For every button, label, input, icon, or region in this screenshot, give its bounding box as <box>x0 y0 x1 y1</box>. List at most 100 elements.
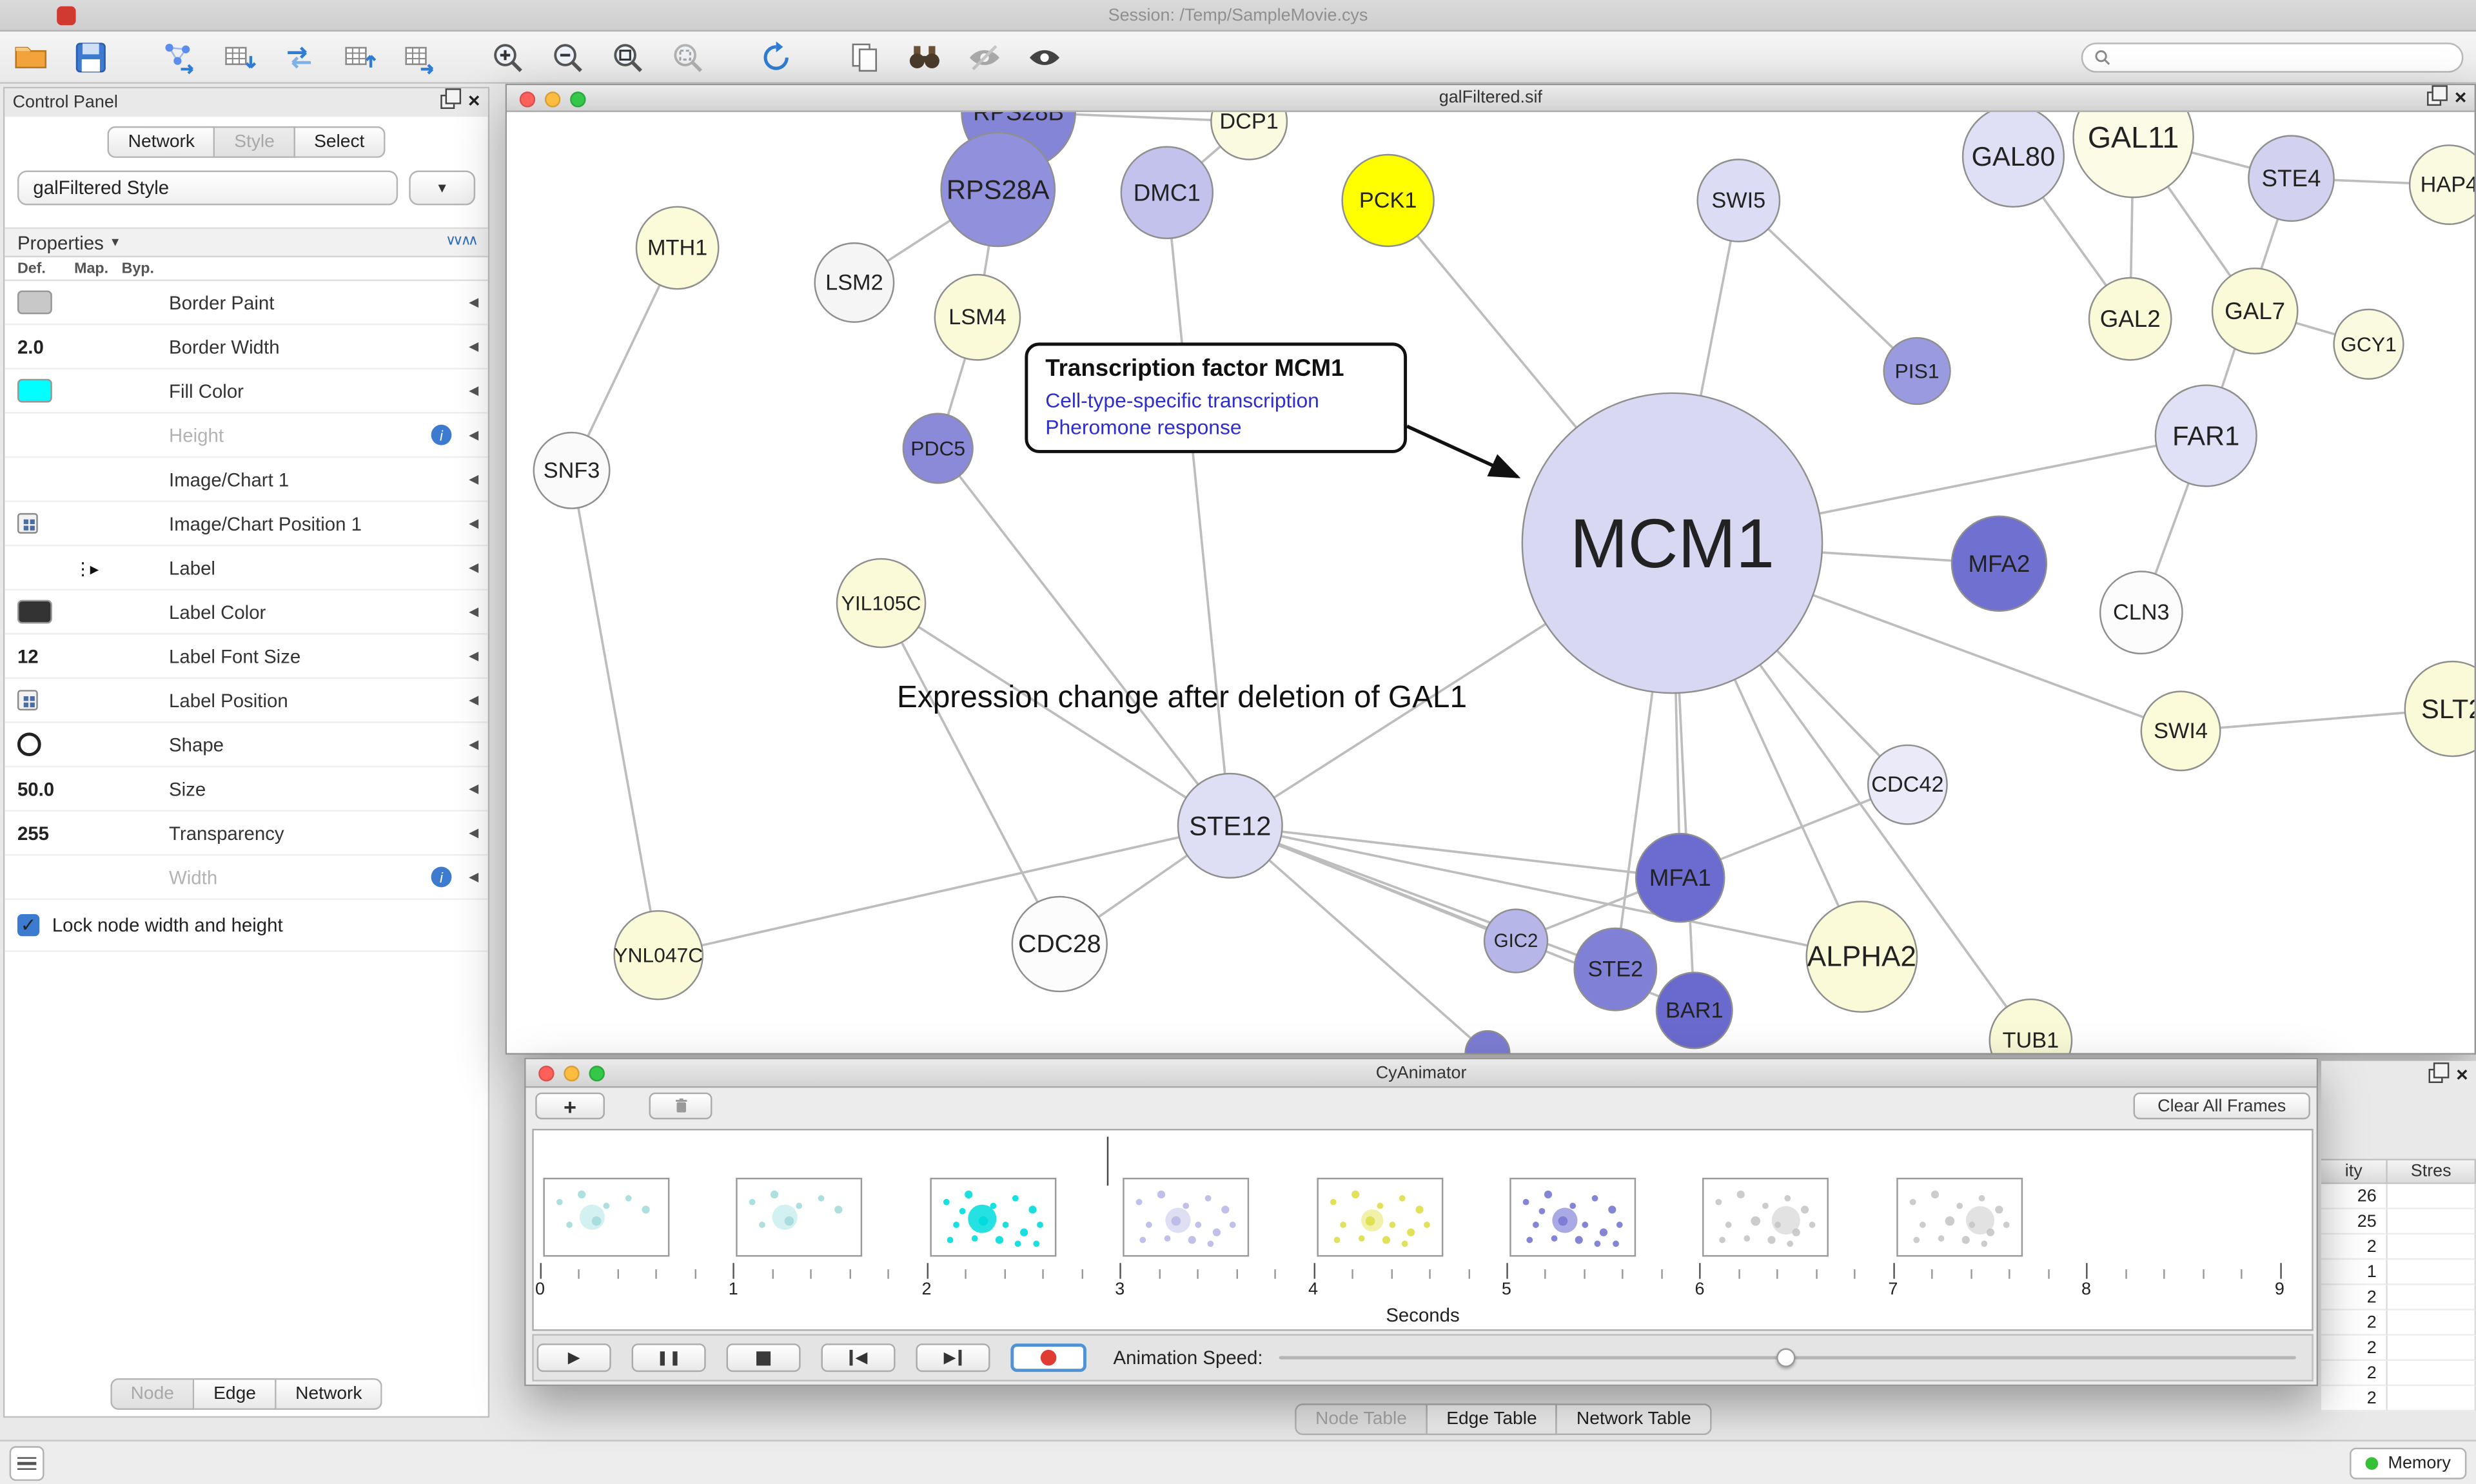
tab-style[interactable]: Style <box>215 126 295 158</box>
tab-network-table[interactable]: Network Table <box>1557 1403 1712 1436</box>
network-node-slt2[interactable] <box>2404 660 2475 757</box>
network-node-ste4[interactable] <box>2248 135 2335 222</box>
cyanimator-titlebar[interactable]: CyAnimator <box>526 1059 2317 1088</box>
delete-frame-button[interactable] <box>649 1092 712 1120</box>
table-cell[interactable] <box>2387 1260 2476 1285</box>
network-node-snf3[interactable] <box>533 431 611 509</box>
default-value-cell[interactable]: 12 <box>17 645 74 667</box>
annotation-arrow[interactable] <box>1406 424 1521 479</box>
expand-row-icon[interactable] <box>460 781 488 796</box>
tab-network[interactable]: Network <box>107 126 215 158</box>
mapping-cell[interactable] <box>74 553 121 581</box>
network-node-bar1[interactable] <box>1655 971 1733 1050</box>
network-node-mth1[interactable] <box>635 206 720 290</box>
network-node-ynl047c[interactable] <box>613 910 704 1001</box>
network-node-gal7[interactable] <box>2211 268 2299 355</box>
network-node-mfa1[interactable] <box>1635 832 1725 923</box>
style-selector[interactable]: galFiltered Style <box>17 170 398 206</box>
close-panel-icon[interactable] <box>468 93 480 108</box>
table-cell[interactable]: 2 <box>2321 1386 2388 1412</box>
network-edge[interactable] <box>570 470 660 955</box>
tab-select[interactable]: Select <box>295 126 386 158</box>
default-value-cell[interactable]: 2.0 <box>17 335 74 357</box>
table-cell[interactable] <box>2387 1361 2476 1387</box>
hide-selected-icon[interactable] <box>967 39 1003 75</box>
network-edge[interactable] <box>880 601 1231 827</box>
network-node-mcm1[interactable] <box>1521 392 1823 694</box>
network-node-alpha2[interactable] <box>1805 901 1918 1013</box>
float-table-panel-icon[interactable] <box>2429 1061 2450 1082</box>
property-row-border-paint[interactable]: Border Paint <box>5 281 488 326</box>
annotation-box[interactable]: Transcription factor MCM1 Cell-type-spec… <box>1025 342 1408 453</box>
network-node-tub1[interactable] <box>1989 998 2073 1053</box>
frame-thumbnail[interactable] <box>1702 1177 1829 1257</box>
expand-row-icon[interactable] <box>460 649 488 663</box>
table-cell[interactable]: 2 <box>2321 1285 2388 1311</box>
property-row-label-color[interactable]: Label Color <box>5 591 488 635</box>
default-value-cell[interactable]: 50.0 <box>17 777 74 799</box>
zoom-fit-icon[interactable] <box>609 39 645 75</box>
frame-thumbnail[interactable] <box>929 1177 1056 1257</box>
table-cell[interactable]: 1 <box>2321 1260 2388 1285</box>
network-node-gic2[interactable] <box>1483 908 1549 973</box>
close-view-icon[interactable] <box>2455 90 2467 106</box>
network-edge[interactable] <box>937 447 1232 826</box>
network-node-cdc28[interactable] <box>1011 895 1108 993</box>
save-session-icon[interactable] <box>73 39 109 75</box>
close-table-panel-icon[interactable] <box>2456 1068 2468 1083</box>
property-row-image-chart-position-1[interactable]: Image/Chart Position 1 <box>5 502 488 547</box>
zoom-in-icon[interactable] <box>489 39 526 75</box>
network-node-cln3[interactable] <box>2099 571 2183 655</box>
expand-row-icon[interactable] <box>460 472 488 486</box>
network-edge[interactable] <box>1230 825 1616 971</box>
lock-size-checkbox[interactable] <box>17 913 40 937</box>
expand-row-icon[interactable] <box>460 737 488 752</box>
network-node-lsm4[interactable] <box>934 273 1021 361</box>
network-node-ste12[interactable] <box>1177 772 1283 879</box>
network-node-swi5[interactable] <box>1696 159 1781 242</box>
play-button[interactable]: ▶ <box>536 1343 611 1372</box>
default-value-cell[interactable] <box>17 513 74 534</box>
table-cell[interactable] <box>2387 1209 2476 1235</box>
copy-icon[interactable] <box>847 39 883 75</box>
close-window-icon[interactable] <box>538 1064 555 1081</box>
network-edge[interactable] <box>1165 192 1232 826</box>
table-header[interactable]: Stres <box>2387 1158 2476 1184</box>
tab-node[interactable]: Node <box>110 1378 195 1410</box>
collapse-expand-icons[interactable]: ∨∨ ∧∧ <box>445 232 478 248</box>
table-cell[interactable]: 2 <box>2321 1335 2388 1362</box>
annotation-link[interactable]: Cell-type-specific transcription <box>1045 388 1319 413</box>
timeline-playhead[interactable] <box>1106 1137 1109 1186</box>
frame-thumbnail[interactable] <box>736 1177 863 1257</box>
default-value-cell[interactable]: 255 <box>17 822 74 844</box>
zoom-window-icon[interactable] <box>570 90 586 107</box>
network-node-pis1[interactable] <box>1883 337 1951 405</box>
network-edge[interactable] <box>1230 824 1680 879</box>
network-node-gal80[interactable] <box>1961 112 2065 208</box>
skip-to-end-button[interactable]: ▶ <box>916 1343 990 1372</box>
property-row-shape[interactable]: Shape <box>5 723 488 768</box>
add-frame-button[interactable] <box>535 1092 605 1120</box>
network-node-rps28a[interactable] <box>940 132 1056 248</box>
export-image-icon[interactable] <box>401 39 437 75</box>
property-row-image-chart-1[interactable]: Image/Chart 1 <box>5 458 488 502</box>
network-node-far1[interactable] <box>2154 384 2257 487</box>
expand-row-icon[interactable] <box>460 560 488 574</box>
network-node-gal11[interactable] <box>2072 112 2194 199</box>
table-cell[interactable]: 2 <box>2321 1310 2388 1336</box>
network-node-cdc42[interactable] <box>1867 744 1948 825</box>
tab-node-table[interactable]: Node Table <box>1295 1403 1428 1436</box>
network-node-gal2[interactable] <box>2088 277 2172 361</box>
annotation-link[interactable]: Pheromone response <box>1045 415 1242 439</box>
table-cell[interactable] <box>2387 1386 2476 1412</box>
property-row-fill-color[interactable]: Fill Color <box>5 369 488 414</box>
expand-row-icon[interactable] <box>460 605 488 619</box>
property-row-label[interactable]: Label <box>5 546 488 591</box>
network-node-pdc5[interactable] <box>902 413 974 484</box>
expand-row-icon[interactable] <box>460 693 488 707</box>
table-cell[interactable] <box>2387 1235 2476 1260</box>
